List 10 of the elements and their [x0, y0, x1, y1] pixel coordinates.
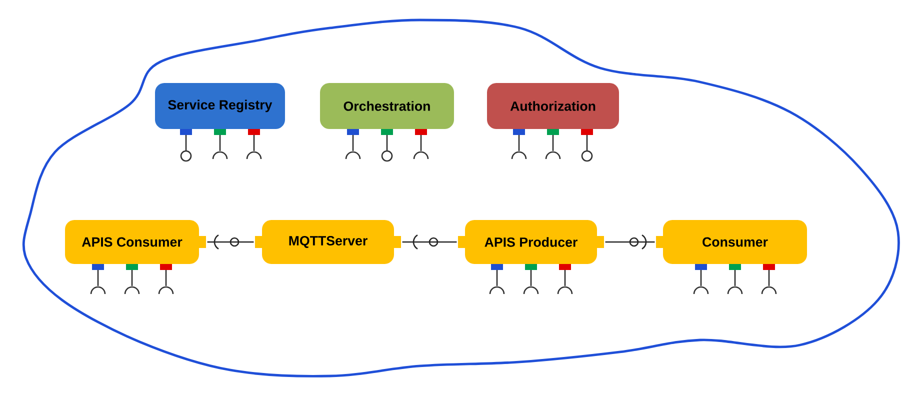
component-box: Orchestration: [320, 83, 454, 129]
interface-connector: [207, 234, 254, 250]
component-box: APIS Consumer: [65, 220, 206, 264]
interface-connector: [605, 234, 655, 250]
component-box: Authorization: [487, 83, 619, 129]
component-box: MQTTServer: [255, 220, 401, 264]
interface-connector: [402, 234, 457, 250]
component-box: Service Registry: [155, 83, 285, 129]
component-box: APIS Producer: [458, 220, 604, 264]
component-box: Consumer: [656, 220, 807, 264]
